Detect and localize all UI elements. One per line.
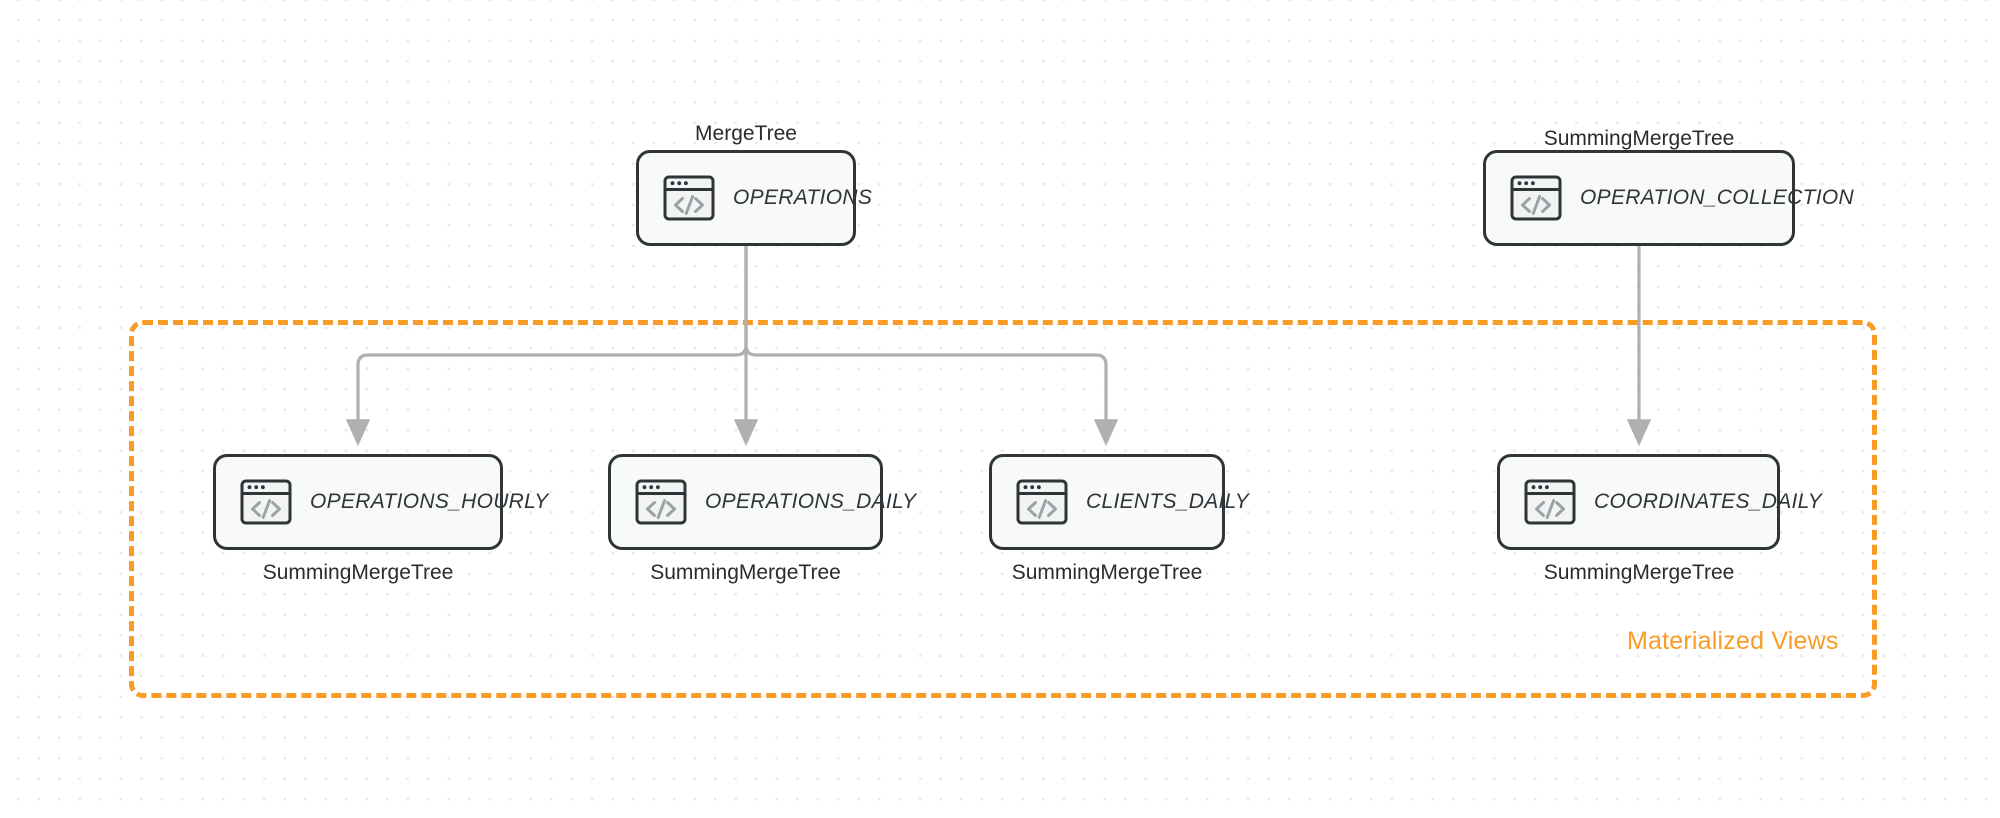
- code-window-icon: [1524, 479, 1576, 525]
- materialized-views-label: Materialized Views: [1627, 627, 1839, 655]
- node-label: OPERATION_COLLECTION: [1580, 186, 1854, 209]
- node-operations[interactable]: OPERATIONS: [636, 150, 872, 246]
- code-window-icon: [240, 479, 292, 525]
- node-operation-collection[interactable]: OPERATION_COLLECTION: [1483, 150, 1854, 246]
- code-window-icon: [1510, 175, 1562, 221]
- node-operations-hourly[interactable]: OPERATIONS_HOURLY: [213, 454, 548, 550]
- code-window-icon: [1016, 479, 1068, 525]
- code-window-icon: [635, 479, 687, 525]
- node-label: COORDINATES_DAILY: [1594, 490, 1822, 513]
- code-window-icon: [635, 479, 687, 525]
- node-label: CLIENTS_DAILY: [1086, 490, 1250, 513]
- engine-label-operations: MergeTree: [695, 122, 797, 145]
- node-operations-daily[interactable]: OPERATIONS_DAILY: [608, 454, 916, 550]
- engine-label-coordinates_daily: SummingMergeTree: [1543, 561, 1735, 584]
- code-window-icon: [663, 175, 715, 221]
- node-label: OPERATIONS: [733, 186, 873, 209]
- code-window-icon: [1510, 175, 1562, 221]
- node-label: OPERATIONS_DAILY: [705, 490, 917, 513]
- engine-label-operations_hourly: SummingMergeTree: [262, 561, 454, 584]
- engine-label-clients_daily: SummingMergeTree: [1011, 561, 1203, 584]
- code-window-icon: [1524, 479, 1576, 525]
- node-label: OPERATIONS_HOURLY: [310, 490, 549, 513]
- code-window-icon: [240, 479, 292, 525]
- node-clients-daily[interactable]: CLIENTS_DAILY: [989, 454, 1249, 550]
- node-coordinates-daily[interactable]: COORDINATES_DAILY: [1497, 454, 1822, 550]
- code-window-icon: [663, 175, 715, 221]
- code-window-icon: [1016, 479, 1068, 525]
- engine-label-operation_collection: SummingMergeTree: [1543, 127, 1735, 150]
- engine-label-operations_daily: SummingMergeTree: [650, 561, 841, 584]
